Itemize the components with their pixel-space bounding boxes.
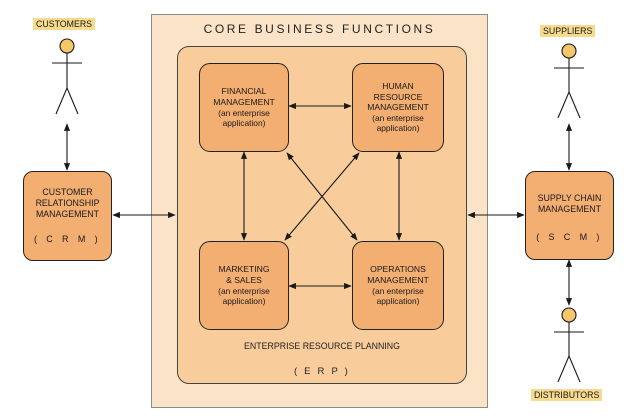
arrow-hr-marketing [284, 152, 360, 241]
human-resource-management-box: HUMAN RESOURCE MANAGEMENT (an enterprise… [352, 63, 444, 152]
customers-label: CUSTOMERS [33, 18, 96, 30]
suppliers-label: SUPPLIERS [540, 25, 596, 37]
distributors-label: DISTRIBUTORS [531, 389, 603, 401]
financial-management-box: FINANCIAL MANAGEMENT (an enterprise appl… [199, 63, 289, 152]
marketing-sales-box: MARKETING & SALES (an enterprise applica… [199, 241, 289, 330]
crm-acronym: ( C R M ) [33, 234, 102, 245]
customer-actor-icon [52, 38, 82, 115]
supplier-actor-icon [554, 43, 584, 119]
crm-box: CUSTOMER RELATIONSHIP MANAGEMENT ( C R M… [23, 171, 112, 261]
core-business-functions-title: CORE BUSINESS FUNCTIONS [203, 22, 436, 36]
erp-acronym: ( E R P ) [293, 366, 351, 377]
erp-name: ENTERPRISE RESOURCE PLANNING [244, 341, 400, 351]
scm-box: SUPPLY CHAIN MANAGEMENT ( S C M ) [525, 171, 614, 260]
operations-management-box: OPERATIONS MANAGEMENT (an enterprise app… [352, 241, 444, 330]
scm-acronym: ( S C M ) [536, 231, 603, 242]
distributor-actor-icon [554, 307, 584, 383]
